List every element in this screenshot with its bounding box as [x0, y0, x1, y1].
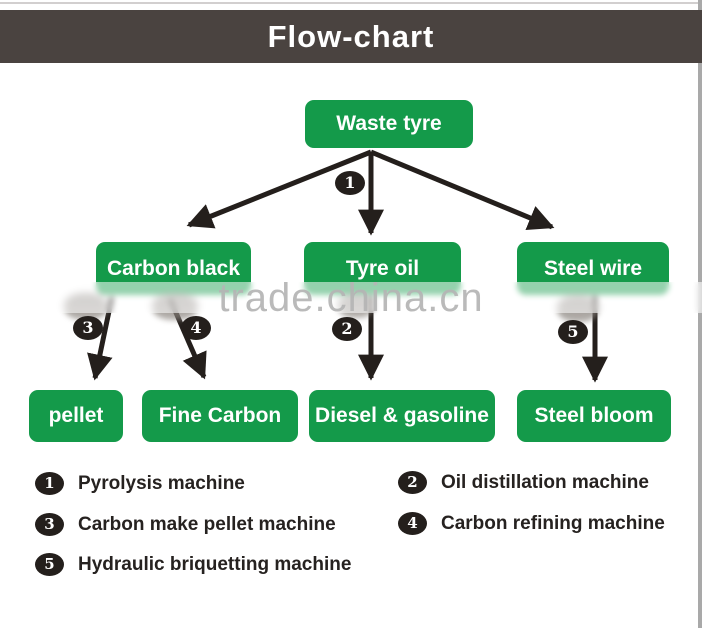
step-marker-1: 1: [335, 171, 365, 195]
legend-label: Hydraulic briquetting machine: [78, 553, 352, 575]
step-marker-3: 3: [73, 316, 103, 340]
right-border-line: [698, 0, 702, 628]
legend-num-4: 4: [398, 512, 427, 535]
legend-label: Carbon make pellet machine: [78, 513, 336, 535]
legend-item-pyrolysis: 1 Pyrolysis machine: [35, 472, 245, 495]
legend-num-5: 5: [35, 553, 64, 576]
legend-label: Carbon refining machine: [441, 512, 665, 534]
step-marker-5: 5: [558, 320, 588, 344]
node-waste-tyre: Waste tyre: [305, 100, 473, 148]
node-diesel-gasoline: Diesel & gasoline: [309, 390, 495, 442]
legend-num-1: 1: [35, 472, 64, 495]
legend-label: Pyrolysis machine: [78, 472, 245, 494]
node-steel-bloom: Steel bloom: [517, 390, 671, 442]
legend-num-2: 2: [398, 471, 427, 494]
legend-label: Oil distillation machine: [441, 471, 649, 493]
step-marker-2: 2: [332, 317, 362, 341]
legend-item-carbon-refining: 4 Carbon refining machine: [398, 512, 665, 535]
node-fine-carbon: Fine Carbon: [142, 390, 298, 442]
legend-num-3: 3: [35, 513, 64, 536]
top-border-line: [0, 2, 702, 4]
watermark-band: [0, 282, 702, 313]
legend-item-carbon-pellet: 3 Carbon make pellet machine: [35, 513, 336, 536]
step-marker-4: 4: [181, 316, 211, 340]
page-title: Flow-chart: [0, 10, 702, 63]
watermark-text: trade.china.cn: [218, 276, 484, 320]
legend-item-hydraulic: 5 Hydraulic briquetting machine: [35, 553, 351, 576]
node-pellet: pellet: [29, 390, 123, 442]
legend-item-oil-distillation: 2 Oil distillation machine: [398, 471, 649, 494]
